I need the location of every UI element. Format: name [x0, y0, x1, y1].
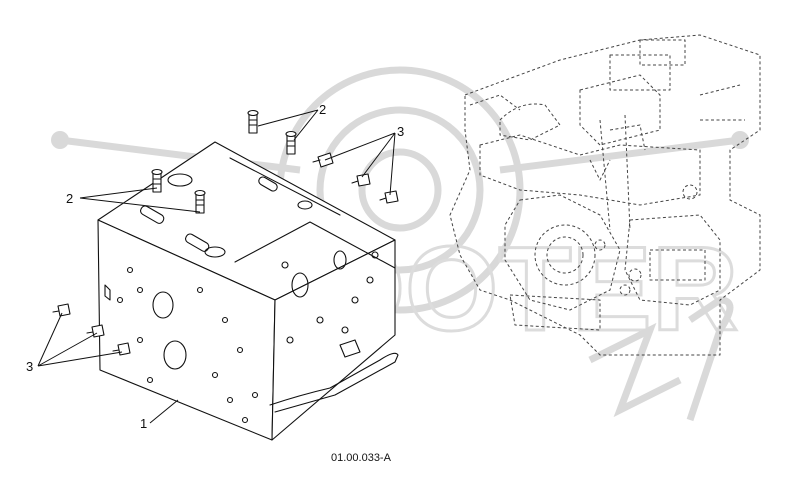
callout-part-2-top: 2 [319, 102, 326, 117]
screw-3 [379, 190, 399, 204]
figure-id: 01.00.033-A [331, 452, 392, 464]
stud-parts [151, 109, 297, 214]
stud-3 [151, 168, 163, 193]
callout-part-2-left: 2 [66, 191, 73, 206]
screw-2 [351, 173, 371, 187]
callout-part-1: 1 [140, 416, 147, 431]
screw-4 [52, 303, 71, 317]
screw-1 [312, 152, 334, 168]
engine-outline [449, 34, 761, 356]
leader-lines [37, 109, 396, 424]
callout-part-3-top: 3 [397, 124, 404, 139]
callout-labels: 2 2 3 3 1 [26, 102, 404, 431]
stud-2 [285, 130, 297, 155]
stud-4 [194, 189, 206, 214]
callout-part-3-left: 3 [26, 359, 33, 374]
stud-1 [247, 109, 259, 134]
screw-5 [86, 324, 105, 338]
mounting-plate [97, 141, 399, 441]
